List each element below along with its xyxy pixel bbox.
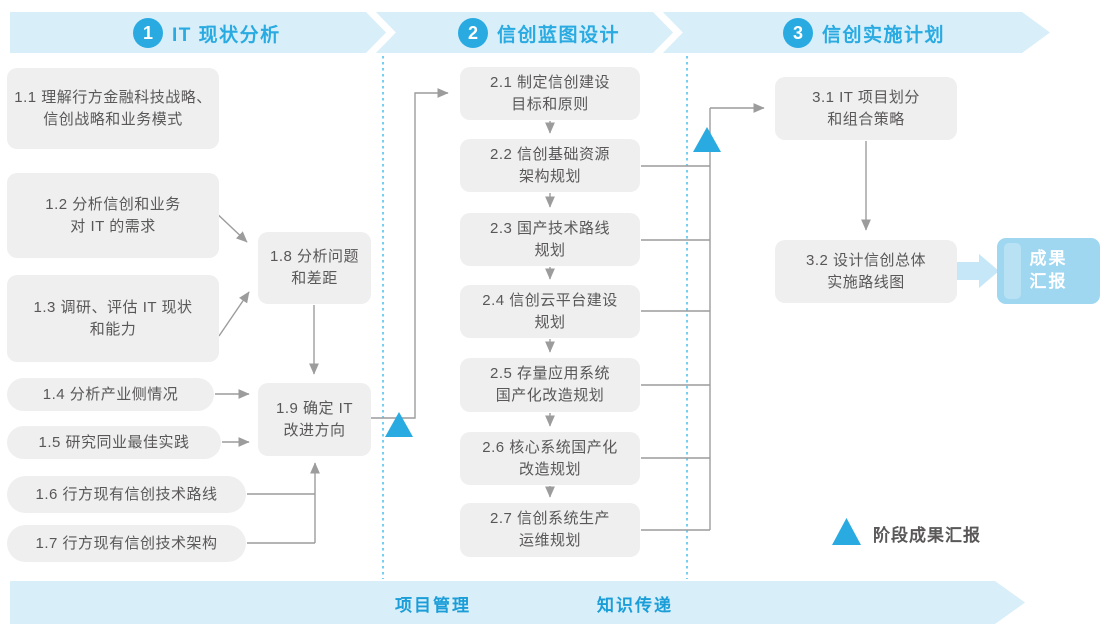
box-2-3: 2.3 国产技术路线 规划 [460,213,640,266]
box-2-5: 2.5 存量应用系统 国产化改造规划 [460,358,640,412]
box-1-8-line2: 和差距 [291,270,338,287]
box-3-2-line1: 3.2 设计信创总体 [805,251,927,269]
box-2-2-line1: 2.2 信创基础资源 [489,145,611,163]
box-2-3-line2: 规划 [534,241,566,259]
box-2-1-line2: 目标和原则 [511,95,589,113]
box-1-1: 1.1 理解行方金融科技战略、 信创战略和业务模式 [7,68,219,149]
box-1-3-line2: 和能力 [89,320,137,338]
box-2-4-line2: 规划 [534,313,566,331]
phase-banner-3: 3 信创实施计划 [783,18,945,48]
box-1-4-line1: 1.4 分析产业侧情况 [42,385,179,403]
phase-3-number-badge: 3 [783,18,813,48]
box-2-5-line2: 国产化改造规划 [495,387,605,404]
box-1-8-line1: 1.8 分析问题 [269,248,360,266]
box-1-9-line2: 改进方向 [283,421,346,439]
box-1-7-line1: 1.7 行方现有信创技术架构 [35,534,218,552]
box-2-2: 2.2 信创基础资源 架构规划 [460,139,640,192]
ribbon-chevron-separator-1 [364,5,396,60]
result-report-line1: 成果 [1029,249,1068,269]
box-1-2-line1: 1.2 分析信创和业务 [45,195,181,213]
milestone-triangle-phase1 [385,412,413,437]
phase-3-title: 信创实施计划 [822,24,946,46]
box-1-9-line1: 1.9 确定 IT [275,399,354,417]
box-3-1: 3.1 IT 项目划分 和组合策略 [775,77,957,140]
box-2-7: 2.7 信创系统生产 运维规划 [460,503,640,557]
box-2-2-line2: 架构规划 [518,167,581,185]
bottom-label-project-management: 项目管理 [395,596,471,615]
phase-banner-1: 1 IT 现状分析 [133,18,281,48]
box-1-3: 1.3 调研、评估 IT 现状 和能力 [7,275,219,362]
box-1-9: 1.9 确定 IT 改进方向 [258,383,371,456]
box-1-6: 1.6 行方现有信创技术路线 [7,476,246,513]
box-2-1-line1: 2.1 制定信创建设 [489,73,611,91]
result-report-line2: 汇报 [1029,272,1068,291]
box-1-3-line1: 1.3 调研、评估 IT 现状 [33,298,193,316]
result-arrow-icon [957,254,999,288]
box-1-5-line1: 1.5 研究同业最佳实践 [38,433,190,451]
phase-1-number-badge: 1 [133,18,163,48]
phase-1-title: IT 现状分析 [172,24,281,46]
phase-2-title: 信创蓝图设计 [497,24,621,46]
box-2-7-line1: 2.7 信创系统生产 [489,510,611,528]
box-1-1-line1: 1.1 理解行方金融科技战略、 [14,88,212,106]
box-2-5-line1: 2.5 存量应用系统 [489,365,611,383]
box-2-1: 2.1 制定信创建设 目标和原则 [460,67,640,120]
box-2-4: 2.4 信创云平台建设 规划 [460,285,640,338]
box-3-2-line2: 实施路线图 [827,273,905,291]
box-3-1-line2: 和组合策略 [827,110,905,128]
box-1-8: 1.8 分析问题 和差距 [258,232,371,304]
result-report-box: 成果 汇报 [997,238,1100,304]
bottom-label-knowledge-transfer: 知识传递 [597,596,673,615]
phase-banner-2: 2 信创蓝图设计 [458,18,620,48]
milestone-triangle-phase2 [693,127,721,152]
box-3-1-line1: 3.1 IT 项目划分 [812,88,920,106]
ribbon-chevron-separator-2 [651,5,683,60]
box-3-2: 3.2 设计信创总体 实施路线图 [775,240,957,303]
box-1-5: 1.5 研究同业最佳实践 [7,426,221,459]
box-1-6-line1: 1.6 行方现有信创技术路线 [35,485,218,503]
connector-lines [211,88,871,544]
box-1-2: 1.2 分析信创和业务 对 IT 的需求 [7,173,219,258]
phase-2-number-badge: 2 [458,18,488,48]
box-2-6: 2.6 核心系统国产化 改造规划 [460,432,640,485]
box-2-6-line1: 2.6 核心系统国产化 [482,438,618,456]
box-2-6-line2: 改造规划 [518,460,581,478]
box-2-3-line1: 2.3 国产技术路线 [489,219,611,237]
bottom-ribbon-arrow [10,581,1025,624]
box-1-1-line2: 信创战略和业务模式 [43,110,183,128]
box-1-2-line2: 对 IT 的需求 [70,217,156,235]
legend-label: 阶段成果汇报 [873,526,981,545]
box-2-4-line1: 2.4 信创云平台建设 [482,291,618,309]
box-1-7: 1.7 行方现有信创技术架构 [7,525,246,562]
box-2-7-line2: 运维规划 [518,532,581,549]
legend-triangle-icon [832,518,861,545]
box-1-4: 1.4 分析产业侧情况 [7,378,214,411]
